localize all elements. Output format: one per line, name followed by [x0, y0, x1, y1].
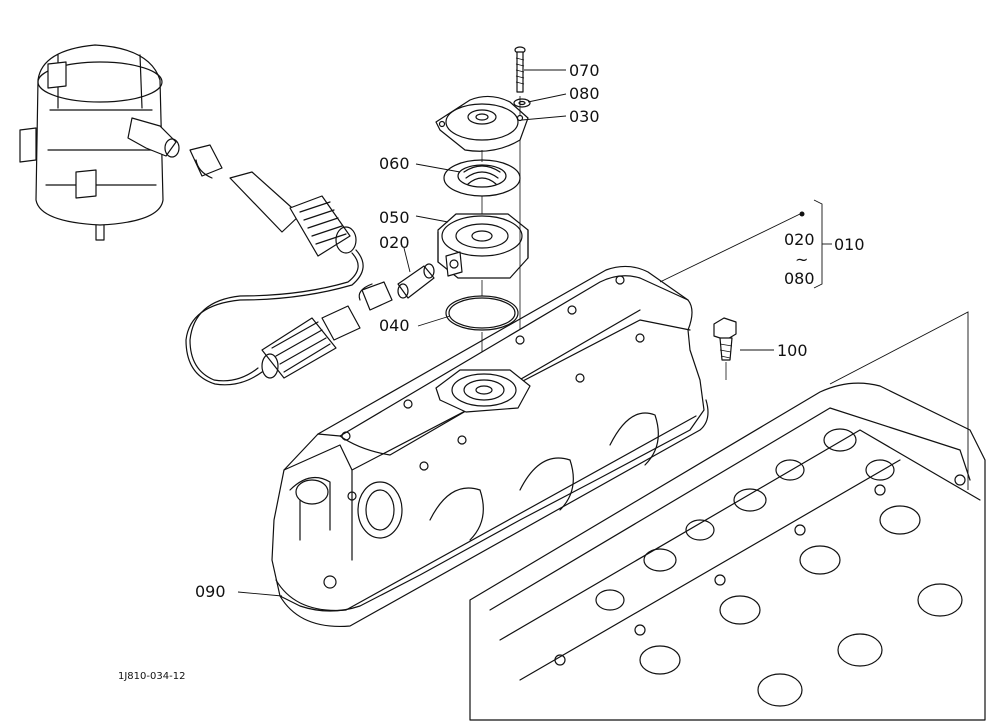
washer-080: [513, 98, 531, 108]
callout-090: 090: [195, 582, 226, 601]
pipe-020: [397, 263, 435, 299]
bolt-100: [713, 317, 737, 380]
callout-030: 030: [569, 107, 600, 126]
assembly-axis-line: [481, 96, 521, 370]
range-separator: ~: [795, 250, 808, 269]
valve-body-050: [437, 213, 529, 279]
reference-dot: [799, 211, 805, 217]
callout-100: 100: [777, 341, 808, 360]
callout-050: 050: [379, 208, 410, 227]
breather-hose: [185, 144, 393, 386]
diaphragm-060: [443, 159, 521, 197]
callout-020: 020: [379, 233, 410, 252]
leader-lines: [237, 69, 969, 597]
callout-070: 070: [569, 61, 600, 80]
callout-080: 080: [569, 84, 600, 103]
o-ring-040: [445, 295, 519, 331]
cylinder-head-cover: [271, 265, 709, 628]
callout-010: 010: [834, 235, 865, 254]
callout-060: 060: [379, 154, 410, 173]
oil-separator-body: [19, 44, 180, 241]
callout-040: 040: [379, 316, 410, 335]
cover-030: [435, 95, 529, 152]
range-end-label: 080: [784, 269, 815, 288]
range-start-label: 020: [784, 230, 815, 249]
drawing-code: 1J810-034-12: [118, 671, 185, 682]
screw-070: [514, 46, 526, 93]
cylinder-head: [469, 382, 986, 721]
